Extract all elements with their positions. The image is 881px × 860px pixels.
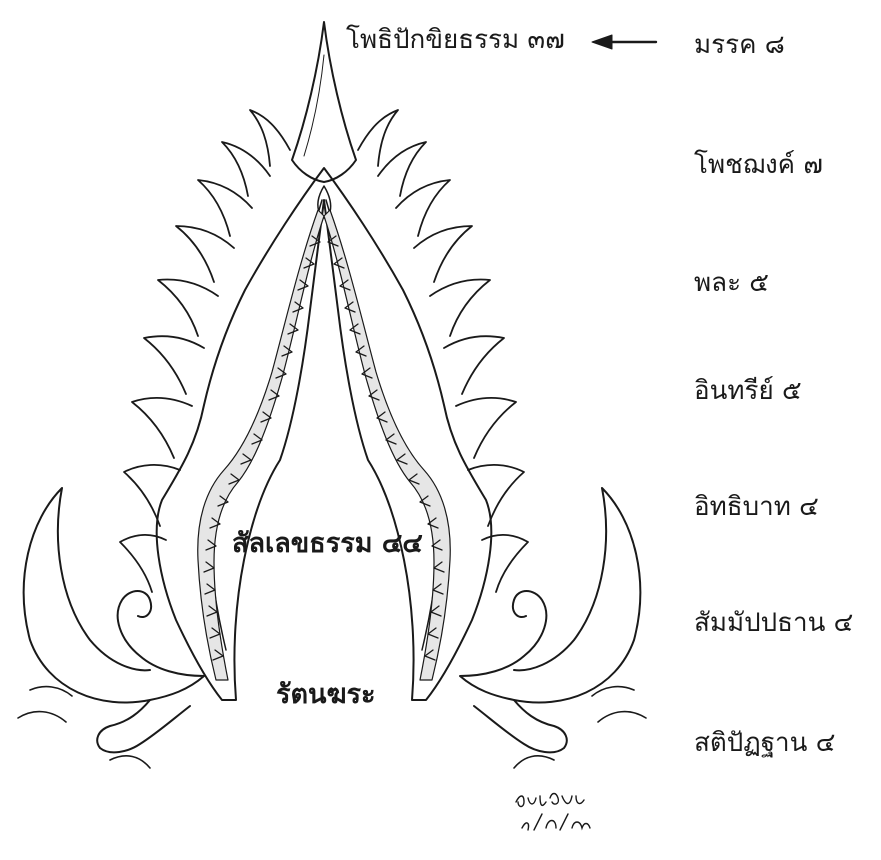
inner-label: สัลเลขธรรม ๔๔ xyxy=(232,530,423,557)
base-label: รัตนฆระ xyxy=(276,681,376,708)
left-naga-jaw xyxy=(97,700,190,752)
left-naga-lower xyxy=(18,687,150,768)
right-scale-band xyxy=(324,210,450,680)
factor-label: อิทธิบาท ๔ xyxy=(694,494,819,520)
factor-label: สัมมัปปธาน ๔ xyxy=(694,610,853,636)
arrow-head xyxy=(592,35,612,49)
factor-label: มรรค ๘ xyxy=(694,32,785,58)
left-scale-band xyxy=(198,210,324,680)
signature-mark xyxy=(512,788,598,838)
factor-label: สติปัฏฐาน ๔ xyxy=(694,730,835,756)
left-chevrons xyxy=(204,236,320,660)
factor-label: โพชฌงค์ ๗ xyxy=(694,152,823,178)
right-naga-lower xyxy=(514,687,646,768)
left-naga-hook xyxy=(24,488,204,703)
top-label: โพธิปักขิยธรรม ๓๗ xyxy=(346,27,565,53)
right-naga-hook xyxy=(460,488,640,703)
right-naga-jaw xyxy=(474,700,567,752)
factor-label: พละ ๕ xyxy=(694,270,769,296)
finial-inner xyxy=(304,55,324,156)
factor-label: อินทรีย์ ๕ xyxy=(694,378,802,404)
right-chevrons xyxy=(328,236,444,660)
